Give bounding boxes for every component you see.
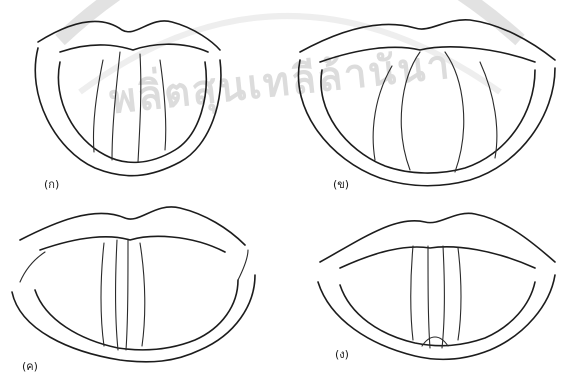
right-side-line <box>238 250 248 280</box>
right-fold-line <box>458 248 461 340</box>
inner-bowl <box>35 280 238 350</box>
panel-label-a: (ก) <box>44 178 59 191</box>
right-fold-line <box>480 62 497 158</box>
left-cleft-line <box>116 240 118 350</box>
left-fold-line <box>101 243 104 346</box>
panel-label-d: (ง) <box>335 348 349 361</box>
inner-upper-outline <box>340 247 535 268</box>
panel-label-b: (ข) <box>333 178 349 191</box>
panel-c: (ค) <box>12 207 255 373</box>
panel-label-c: (ค) <box>22 360 38 373</box>
panel-d: (ง) <box>318 213 555 361</box>
left-fold-line <box>411 246 413 340</box>
right-fold-line <box>140 243 145 346</box>
right-cleft-line <box>126 240 128 350</box>
left-side-line <box>20 252 45 282</box>
inner-upper-outline <box>60 44 208 52</box>
outer-bowl <box>318 275 555 359</box>
right-cleft-line <box>442 246 444 348</box>
left-cleft-line <box>428 246 430 348</box>
inner-upper-outline <box>40 236 225 252</box>
upper-lip-outline <box>320 213 555 262</box>
inner-bowl <box>340 282 535 346</box>
